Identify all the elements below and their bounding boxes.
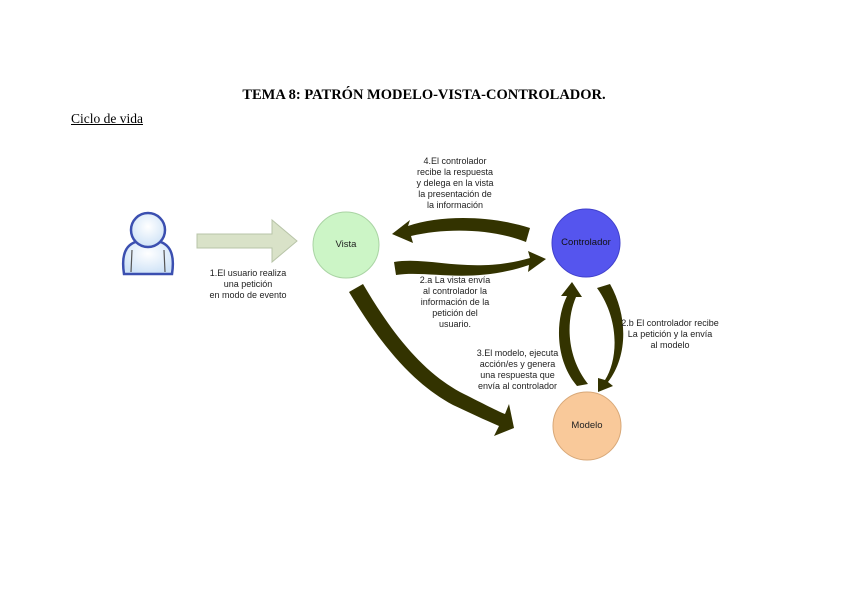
- step2b-label: 2.b El controlador recibe La petición y …: [621, 318, 719, 350]
- controlador-node: [551, 208, 621, 278]
- forward-to-modelo-arrow: [597, 284, 624, 392]
- step4-label: 4.El controlador recibe la respuesta y d…: [416, 156, 494, 210]
- modelo-label: Modelo: [571, 420, 603, 431]
- page-title: TEMA 8: PATRÓN MODELO-VISTA-CONTROLADOR.: [242, 87, 606, 103]
- modelo-node: [552, 391, 622, 461]
- controlador-label: Controlador: [561, 237, 611, 248]
- step3-label: 3.El modelo, ejecuta acción/es y genera …: [476, 348, 559, 391]
- return-to-controlador-arrow: [558, 282, 588, 386]
- user-icon: [121, 211, 175, 276]
- response-arrow: [392, 217, 530, 243]
- user-request-arrow: [196, 218, 298, 264]
- request-arrow: [394, 251, 546, 276]
- step2a-label: 2.a La vista envía al controlador la inf…: [419, 275, 491, 329]
- vista-to-modelo-arrow: [349, 284, 514, 436]
- vista-node: [312, 211, 380, 279]
- section-heading: Ciclo de vida: [71, 111, 143, 126]
- step1-label: 1.El usuario realiza una petición en mod…: [209, 268, 287, 300]
- vista-label: Vista: [335, 239, 357, 250]
